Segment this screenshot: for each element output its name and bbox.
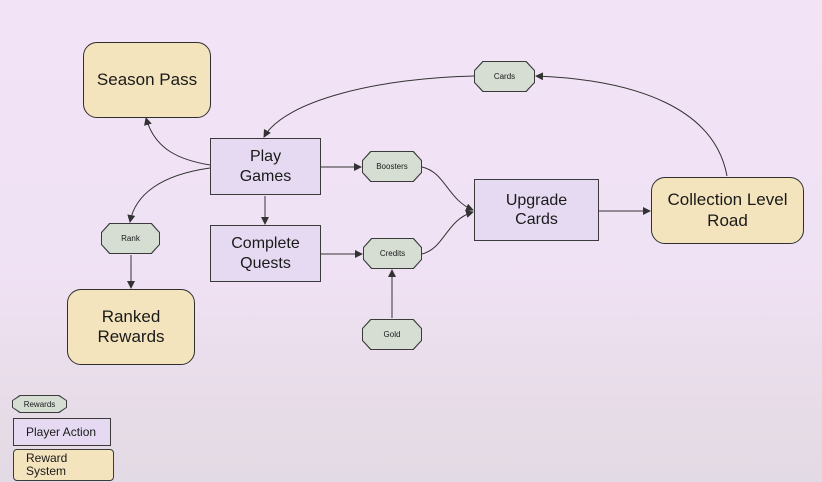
legend-rewards: Rewards xyxy=(12,395,67,413)
token-cards-label: Cards xyxy=(493,72,516,81)
token-boosters-label: Boosters xyxy=(376,162,408,171)
edge-play-to-rank xyxy=(127,167,211,223)
node-collection-level-road: Collection Level Road xyxy=(651,177,804,244)
node-play-games: Play Games xyxy=(210,138,321,195)
legend-reward-system: Reward System xyxy=(13,449,114,481)
edge-cards-to-play xyxy=(263,75,475,138)
node-ranked-rewards: Ranked Rewards xyxy=(67,289,195,365)
legend-player-action: Player Action xyxy=(13,418,111,446)
token-rank-label: Rank xyxy=(121,234,140,243)
edge-play-to-season-pass xyxy=(144,117,211,166)
token-boosters: Boosters xyxy=(362,151,422,182)
token-gold: Gold xyxy=(362,319,422,350)
edge-credits-to-upgrade xyxy=(421,210,474,255)
edge-boosters-to-upgrade xyxy=(421,166,474,212)
edge-collection-to-cards xyxy=(535,72,728,177)
node-complete-quests: Complete Quests xyxy=(210,225,321,282)
token-gold-label: Gold xyxy=(383,330,401,339)
token-credits-label: Credits xyxy=(379,249,406,258)
node-upgrade-cards: Upgrade Cards xyxy=(474,179,599,241)
token-credits: Credits xyxy=(363,238,422,269)
token-cards: Cards xyxy=(474,61,535,92)
token-rank: Rank xyxy=(101,223,160,254)
legend-rewards-label: Rewards xyxy=(23,399,56,409)
node-season-pass: Season Pass xyxy=(83,42,211,118)
